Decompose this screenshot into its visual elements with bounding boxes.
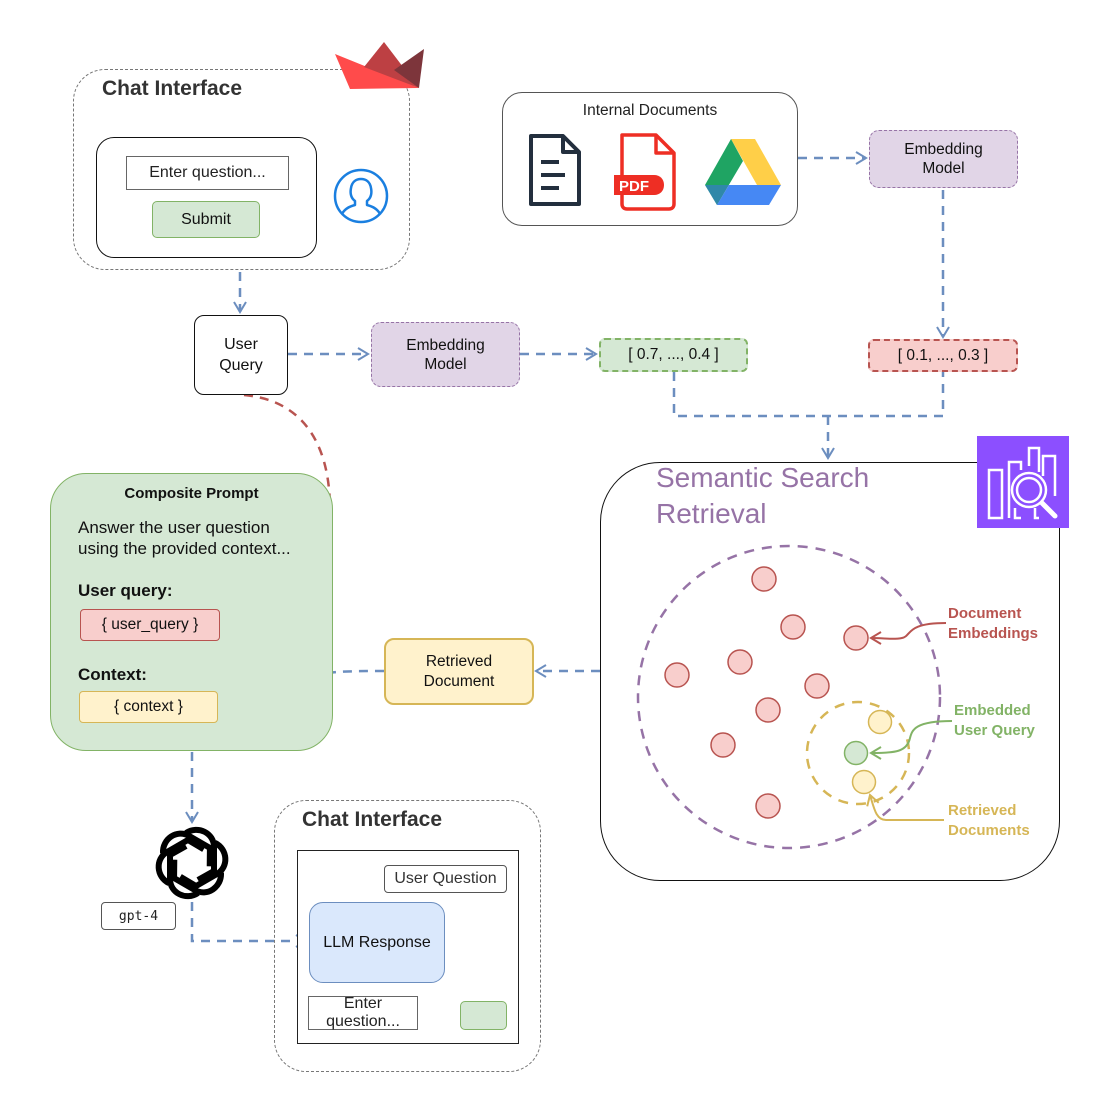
openai-logo-icon	[154, 825, 230, 901]
query-embedding-line2: Model	[424, 355, 467, 373]
search-analytics-icon	[977, 436, 1069, 528]
llm-response-bubble: LLM Response	[309, 902, 445, 983]
composite-prompt-title: Composite Prompt	[124, 485, 259, 502]
instruction-line1: Answer the user question	[78, 518, 270, 537]
doc-vector: [ 0.1, ..., 0.3 ]	[868, 339, 1018, 372]
context-label: Context:	[78, 665, 147, 684]
submit-button[interactable]: Submit	[152, 201, 260, 238]
top-chat-interface-title: Chat Interface	[102, 77, 243, 100]
user-query-placeholder: { user_query }	[80, 609, 220, 641]
model-name-badge: gpt-4	[101, 902, 176, 930]
bottom-submit-button[interactable]	[460, 1001, 507, 1030]
user-query-line1: User	[224, 336, 258, 353]
query-embedding-model: Embedding Model	[371, 322, 520, 387]
streamlit-logo-icon	[335, 42, 424, 89]
bottom-chat-interface-title: Chat Interface	[302, 808, 443, 831]
bottom-question-input[interactable]: Enter question...	[308, 995, 418, 1030]
instruction-line2: using the provided context...	[78, 539, 291, 558]
semantic-search-title-line1: Semantic Search	[656, 462, 870, 493]
google-drive-icon	[705, 139, 781, 205]
query-embedding-line1: Embedding	[406, 336, 485, 354]
retrieved-documents-line1: Retrieved	[948, 802, 1017, 819]
document-embeddings-label: Document Embeddings	[948, 604, 1038, 644]
semantic-search-title-line2: Retrieval	[656, 498, 767, 529]
retrieved-document-line2: Document	[423, 672, 495, 690]
query-vector: [ 0.7, ..., 0.4 ]	[599, 338, 748, 372]
bottom-chat-interface-group	[274, 800, 541, 1072]
embedded-user-query-line2: User Query	[954, 722, 1035, 739]
user-query-label: User query:	[78, 581, 173, 600]
user-query-line2: Query	[219, 357, 263, 374]
pdf-badge-text: PDF	[619, 178, 649, 195]
retrieved-documents-line2: Documents	[948, 822, 1030, 839]
retrieved-document-box: Retrieved Document	[384, 638, 534, 705]
text-document-icon	[529, 134, 581, 206]
semantic-search-title: Semantic Search Retrieval	[656, 460, 869, 532]
composite-prompt-instruction: Answer the user question using the provi…	[78, 517, 291, 559]
user-avatar-icon	[333, 168, 389, 224]
top-chat-interface-group	[73, 69, 410, 270]
embedded-user-query-line1: Embedded	[954, 702, 1031, 719]
doc-embedding-line1: Embedding	[904, 141, 983, 158]
user-query-box: User Query	[194, 315, 288, 395]
arrow-query-vector-merge	[672, 372, 945, 418]
document-embeddings-line2: Embeddings	[948, 625, 1039, 642]
pdf-icon: PDF	[614, 132, 678, 212]
retrieved-document-line1: Retrieved	[425, 652, 493, 670]
question-input[interactable]: Enter question...	[126, 156, 289, 190]
doc-embedding-model: Embedding Model	[869, 130, 1018, 188]
user-question-bubble: User Question	[384, 865, 507, 893]
doc-embedding-line2: Model	[922, 160, 965, 177]
context-placeholder: { context }	[79, 691, 218, 723]
retrieved-documents-label: Retrieved Documents	[948, 801, 1030, 841]
document-embeddings-line1: Document	[948, 605, 1022, 622]
embedded-user-query-label: Embedded User Query	[954, 701, 1035, 741]
internal-documents-title: Internal Documents	[582, 102, 718, 119]
